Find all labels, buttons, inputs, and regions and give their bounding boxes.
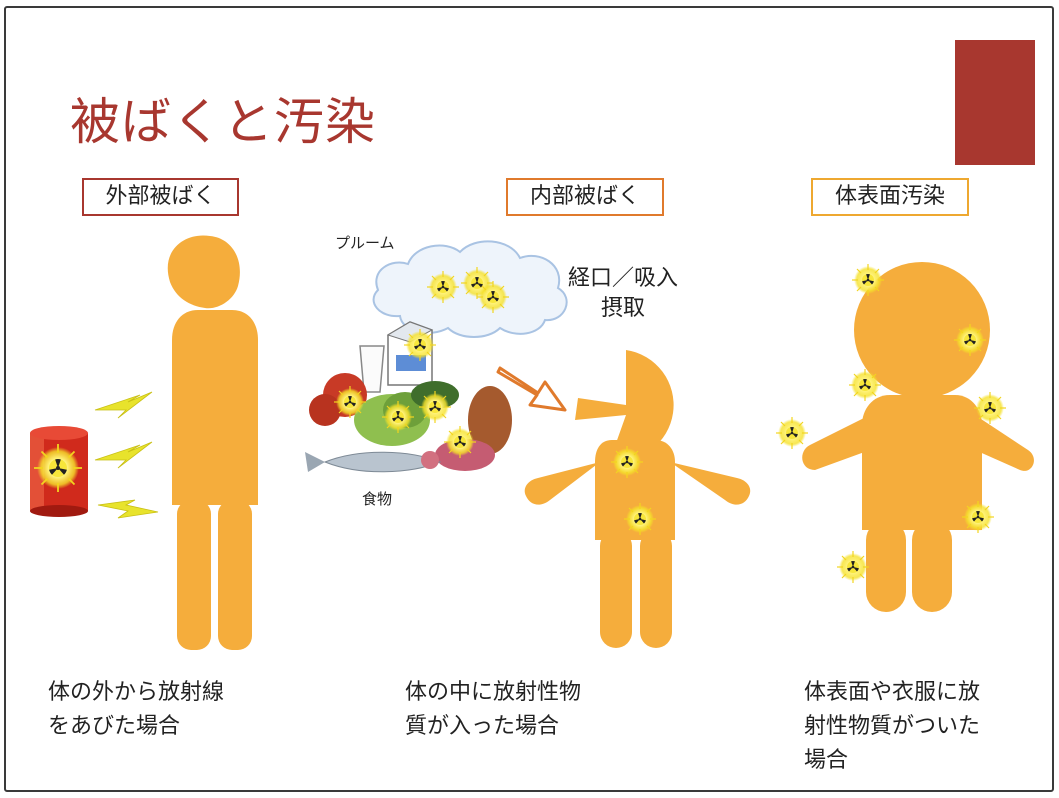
slide-title: 被ばくと汚染 — [70, 93, 376, 151]
accent-block — [955, 40, 1035, 165]
lightning-icon — [94, 391, 159, 519]
plume-label: プルーム — [335, 234, 395, 252]
label-external-exposure: 外部被ばく — [82, 178, 239, 216]
caption-surface: 体表面や衣服に放 射性物質がついた 場合 — [804, 680, 981, 773]
label-internal-exposure: 内部被ばく — [506, 178, 664, 216]
drum-icon — [30, 426, 88, 517]
arrow-icon — [496, 366, 567, 412]
caption-internal: 体の中に放射性物 質が入った場合 — [405, 680, 582, 739]
intake-route-label: 経口／吸入 摂取 — [568, 266, 679, 321]
food-label: 食物 — [362, 490, 393, 508]
person-surface-figure — [802, 262, 1034, 612]
person-internal-figure — [524, 350, 751, 648]
label-surface-contamination: 体表面汚染 — [811, 178, 969, 216]
caption-external: 体の外から放射線 をあびた場合 — [48, 680, 225, 739]
person-external-figure — [167, 235, 258, 650]
milk-icon — [359, 321, 434, 393]
